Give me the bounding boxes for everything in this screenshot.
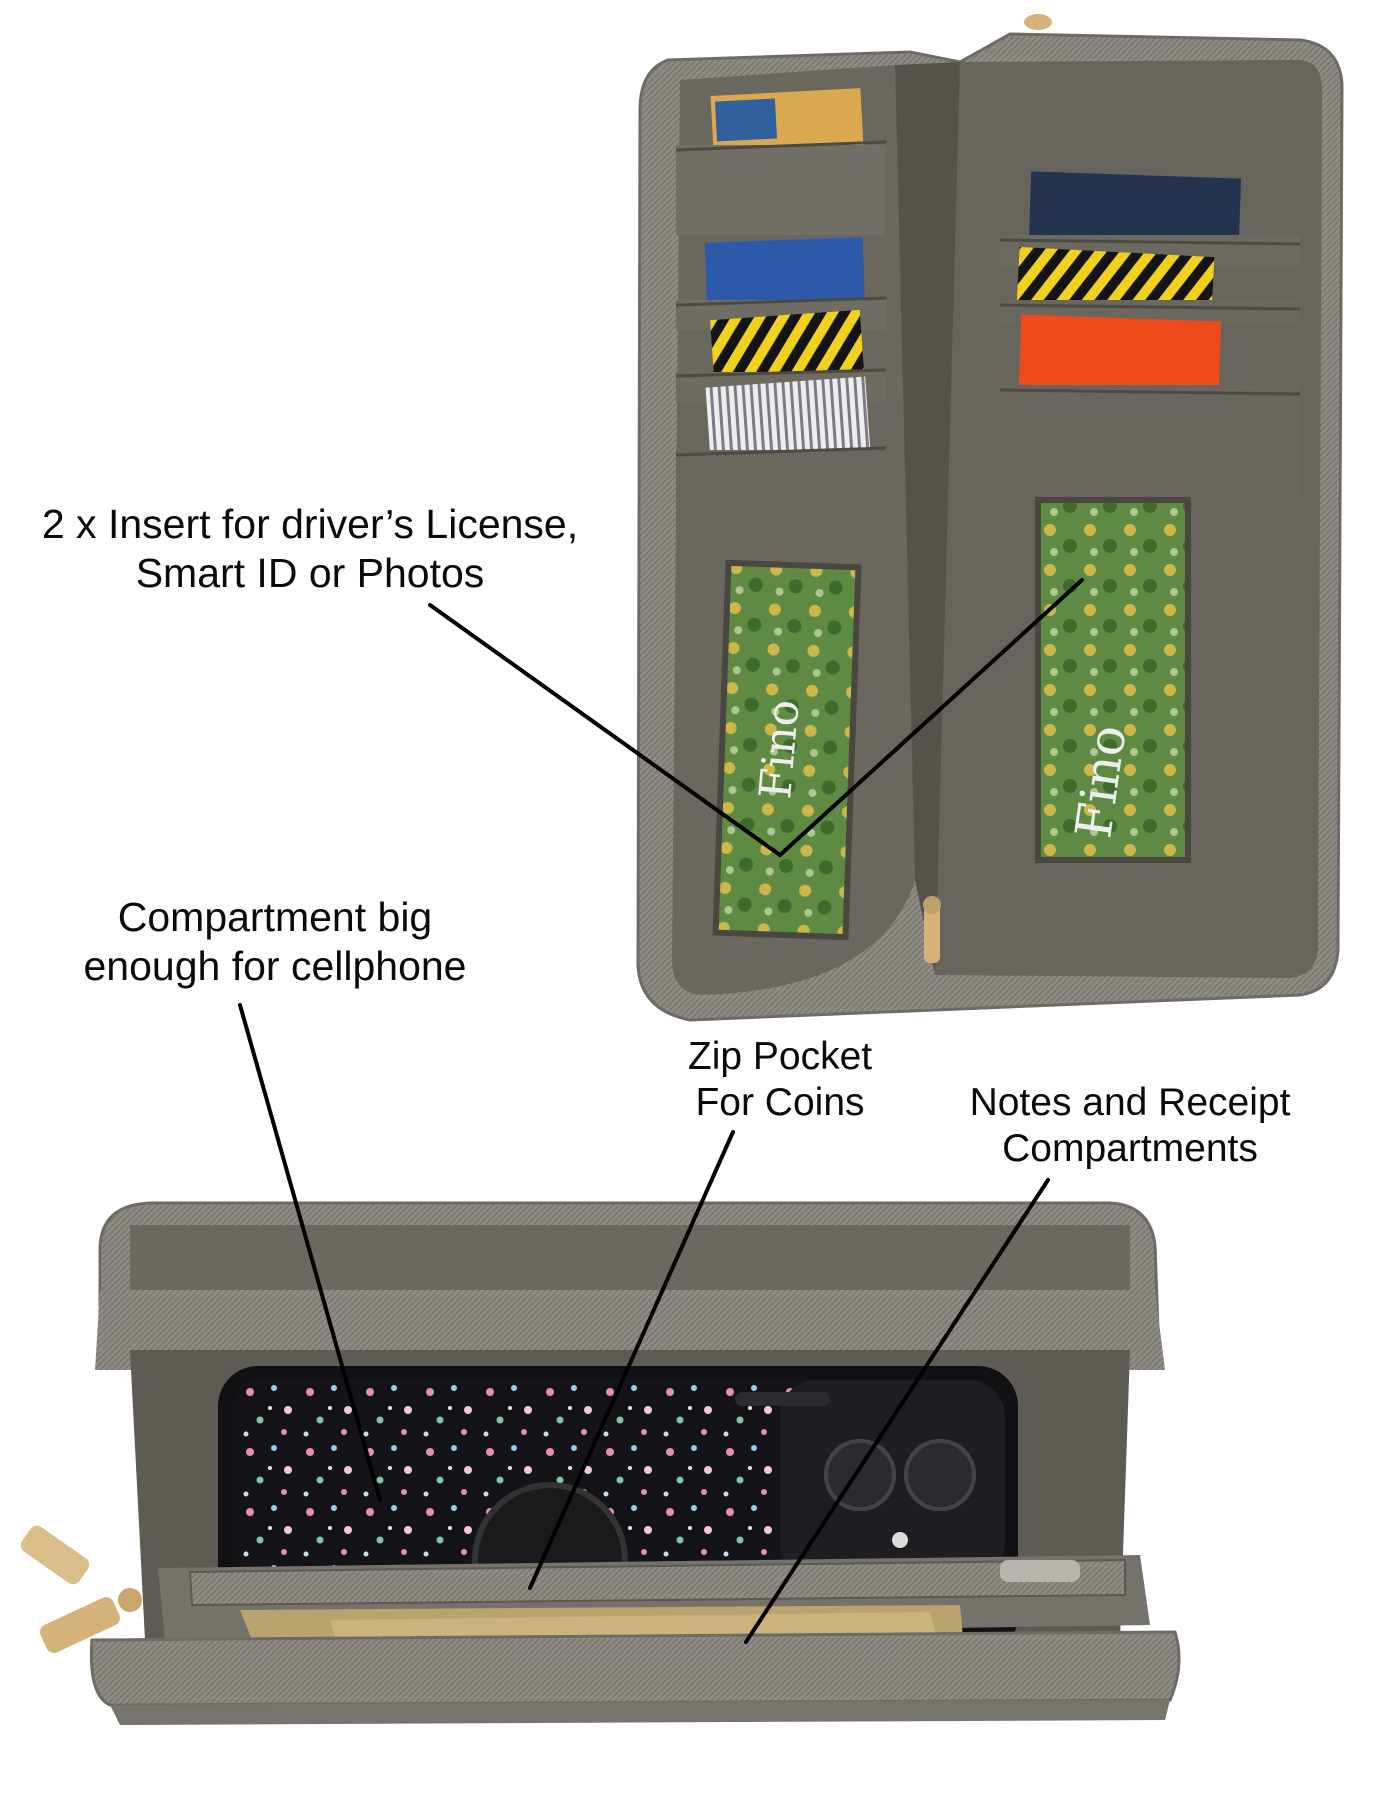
right-id-window: Fino — [1035, 497, 1191, 863]
right-card-slots — [999, 171, 1301, 495]
callout-line-insert-left — [428, 603, 782, 857]
callout-label-id-insert: 2 x Insert for driver’s License, Smart I… — [20, 500, 600, 598]
open-wallet-top: Fino Fino — [636, 14, 1344, 1022]
callout-label-line: enough for cellphone — [83, 943, 467, 989]
callout-line-insert-right — [778, 578, 1084, 857]
left-id-window: Fino — [712, 559, 862, 941]
callout-line-phone — [238, 1003, 382, 1502]
callout-label-line: Smart ID or Photos — [135, 550, 485, 596]
callout-label-line: Zip Pocket — [687, 1035, 873, 1078]
callout-label-phone-compartment: Compartment big enough for cellphone — [55, 893, 495, 991]
zipper-pulls-left — [20, 1525, 142, 1653]
svg-text:Fino: Fino — [750, 697, 809, 801]
open-wallet-bottom — [20, 1201, 1181, 1725]
callout-label-line: Notes and Receipt — [969, 1081, 1291, 1124]
zipper-pull-bottom — [923, 896, 941, 963]
callout-label-zip-pocket: Zip Pocket For Coins — [650, 1034, 910, 1126]
callout-line-notes — [744, 1178, 1050, 1644]
callout-label-line: For Coins — [695, 1081, 865, 1124]
callout-label-line: Compartments — [1002, 1127, 1258, 1170]
callout-label-line: 2 x Insert for driver’s License, — [41, 501, 579, 547]
callout-label-line: Compartment big — [117, 894, 433, 940]
zipper-pull-top — [1024, 14, 1052, 30]
callout-line-zip — [528, 1130, 735, 1590]
left-card-slots — [675, 88, 887, 540]
callout-label-notes-compartments: Notes and Receipt Compartments — [940, 1080, 1320, 1172]
callout-lines — [238, 578, 1084, 1644]
